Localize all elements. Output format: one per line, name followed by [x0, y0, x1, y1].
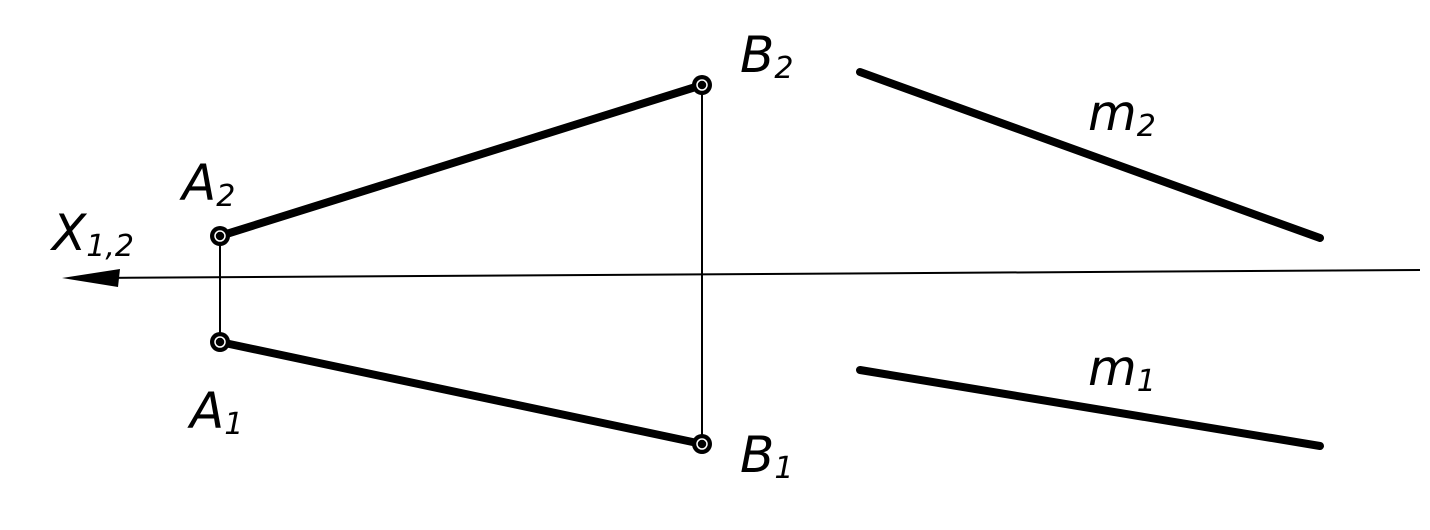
point-a1 — [210, 332, 230, 352]
point-a2 — [210, 226, 230, 246]
line-m2 — [856, 68, 1324, 242]
point-b2 — [692, 75, 712, 95]
label-m1: m1 — [1088, 339, 1156, 399]
axis-line — [94, 269, 1421, 279]
segment-a1-b1 — [216, 338, 706, 448]
label-b1: B1 — [740, 426, 793, 486]
segment-a2-b2 — [216, 81, 706, 240]
label-b2: B2 — [740, 26, 793, 86]
line-m1 — [856, 366, 1324, 450]
point-b1 — [692, 434, 712, 454]
axis-arrowhead — [62, 269, 120, 287]
axis-label: X1,2 — [49, 204, 134, 264]
label-a2: A2 — [179, 154, 235, 214]
label-a1: A1 — [187, 382, 243, 442]
label-m2: m2 — [1088, 84, 1156, 144]
